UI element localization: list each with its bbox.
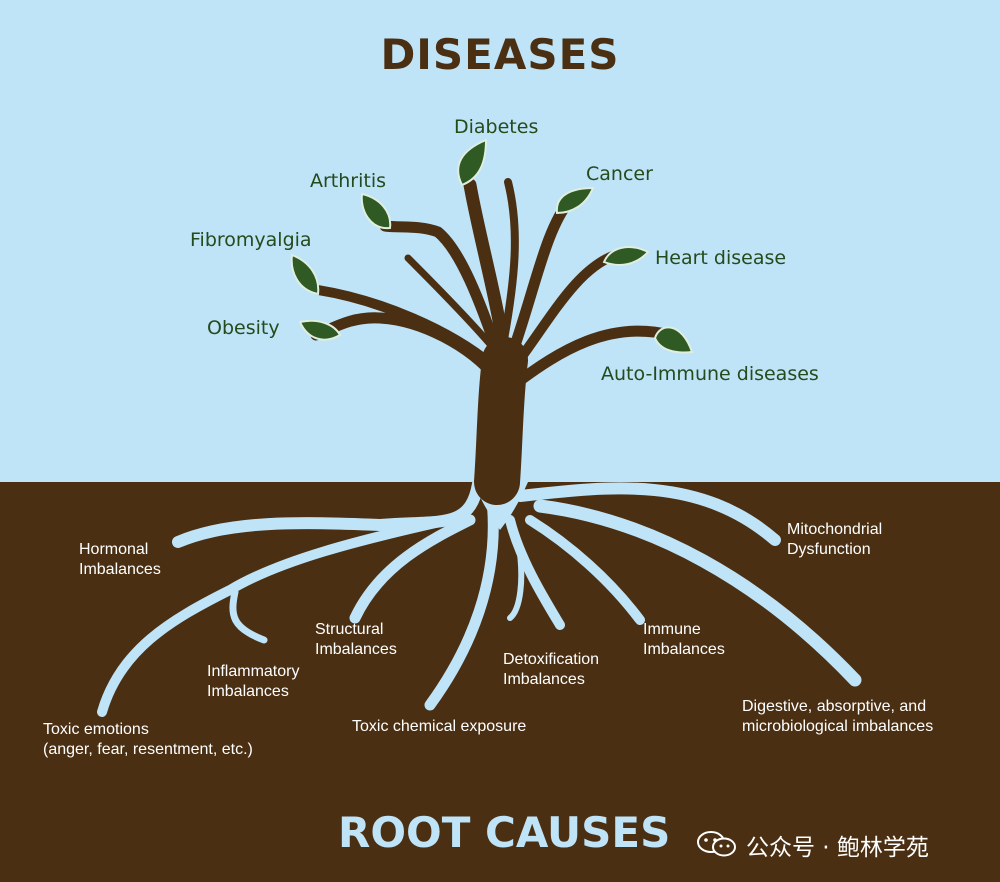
branch-mid: [499, 178, 519, 349]
leaves: [290, 138, 694, 354]
leaf-icon: [602, 246, 650, 266]
tree-trunk-group: [310, 178, 676, 505]
disease-label-fibromyalgia: Fibromyalgia: [190, 229, 312, 251]
disease-label-heart-disease: Heart disease: [655, 247, 787, 269]
tree-trunk: [474, 337, 528, 505]
root-inflammatory: [229, 588, 268, 644]
leaf-icon: [360, 192, 392, 230]
disease-label-obesity: Obesity: [207, 317, 280, 339]
leaf-icon: [457, 138, 488, 187]
root-toxic-emotions: [97, 517, 445, 717]
root-label-toxic-chemical: Toxic chemical exposure: [352, 718, 527, 735]
soil-background: [0, 482, 1000, 882]
root-toxic-chemical: [424, 494, 499, 711]
leaf-icon: [290, 253, 320, 296]
diseases-title: DISEASES: [380, 30, 620, 79]
branch-arthritis: [379, 220, 506, 366]
root-label-toxic-emotions: Toxic emotions(anger, fear, resentment, …: [43, 721, 253, 758]
branch-heart: [507, 250, 620, 375]
root-causes-title: ROOT CAUSES: [338, 808, 671, 857]
branch-twig: [404, 254, 499, 354]
leaf-icon: [298, 319, 342, 341]
disease-label-cancer: Cancer: [586, 163, 653, 185]
leaf-icon: [555, 186, 595, 215]
root-structural: [349, 514, 476, 624]
root-hormonal: [172, 478, 484, 548]
root-detox: [505, 515, 565, 630]
root-digestive: [533, 499, 862, 687]
root-detox-branch: [507, 537, 525, 621]
wechat-icon: [697, 831, 736, 857]
disease-label-diabetes: Diabetes: [454, 116, 539, 138]
watermark-text: 公众号 · 鲍林学苑: [746, 835, 929, 861]
disease-label-autoimmune: Auto-Immune diseases: [601, 363, 819, 385]
root-immune: [525, 515, 645, 625]
leaf-icon: [653, 326, 694, 354]
root-system: [97, 478, 862, 717]
branch-fibromyalgia: [313, 285, 497, 370]
disease-label-arthritis: Arthritis: [310, 170, 387, 192]
root-mitochondrial: [514, 482, 781, 546]
branch-autoimmune: [508, 325, 676, 391]
